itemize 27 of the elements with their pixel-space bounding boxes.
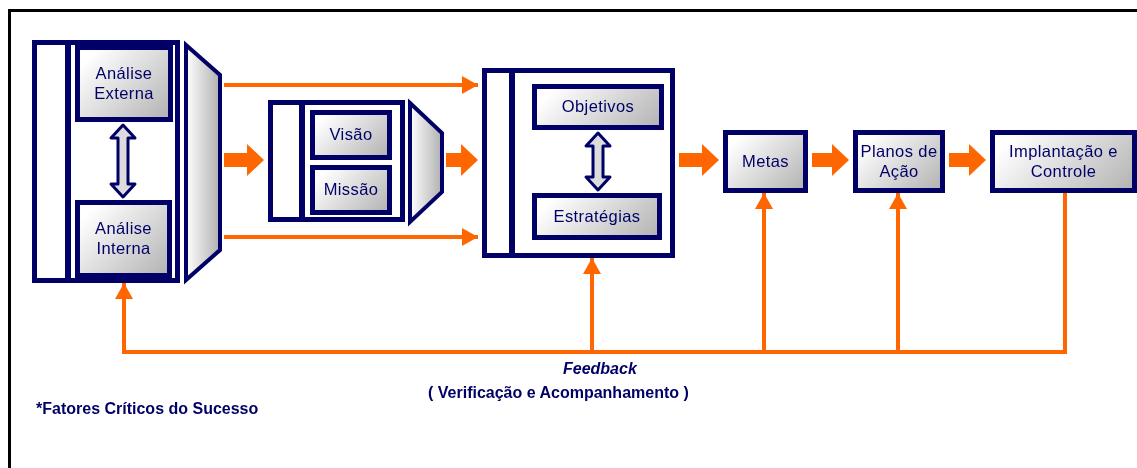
block-arrow — [949, 144, 986, 176]
double-arrow — [584, 131, 612, 192]
block-arrow — [679, 144, 719, 176]
process-box: Análise Externa — [75, 45, 173, 122]
block-arrow — [812, 144, 849, 176]
feedback-label: Feedback — [563, 360, 637, 378]
container-box — [482, 68, 675, 258]
process-box: Metas — [723, 130, 808, 193]
trapezoid-shape — [408, 98, 444, 227]
process-box: Planos de Ação — [853, 130, 945, 193]
process-box: Objetivos — [532, 84, 664, 130]
block-arrow — [446, 144, 478, 176]
arrow — [224, 76, 478, 94]
block-arrow — [224, 144, 264, 176]
process-box: Estratégias — [532, 193, 662, 240]
arrow — [224, 228, 478, 246]
process-box: Análise Interna — [75, 200, 172, 278]
note-text: *Fatores Críticos do Sucesso — [36, 400, 259, 418]
process-box: Visão — [310, 110, 392, 160]
note-text: ( Verificação e Acompanhamento ) — [428, 384, 689, 402]
process-box: Missão — [310, 165, 392, 215]
process-box: Implantação e Controle — [990, 130, 1137, 193]
container-box — [32, 40, 180, 283]
arrow — [889, 193, 1067, 354]
double-arrow — [109, 123, 137, 199]
container-box — [268, 100, 405, 222]
trapezoid-shape — [184, 40, 222, 285]
